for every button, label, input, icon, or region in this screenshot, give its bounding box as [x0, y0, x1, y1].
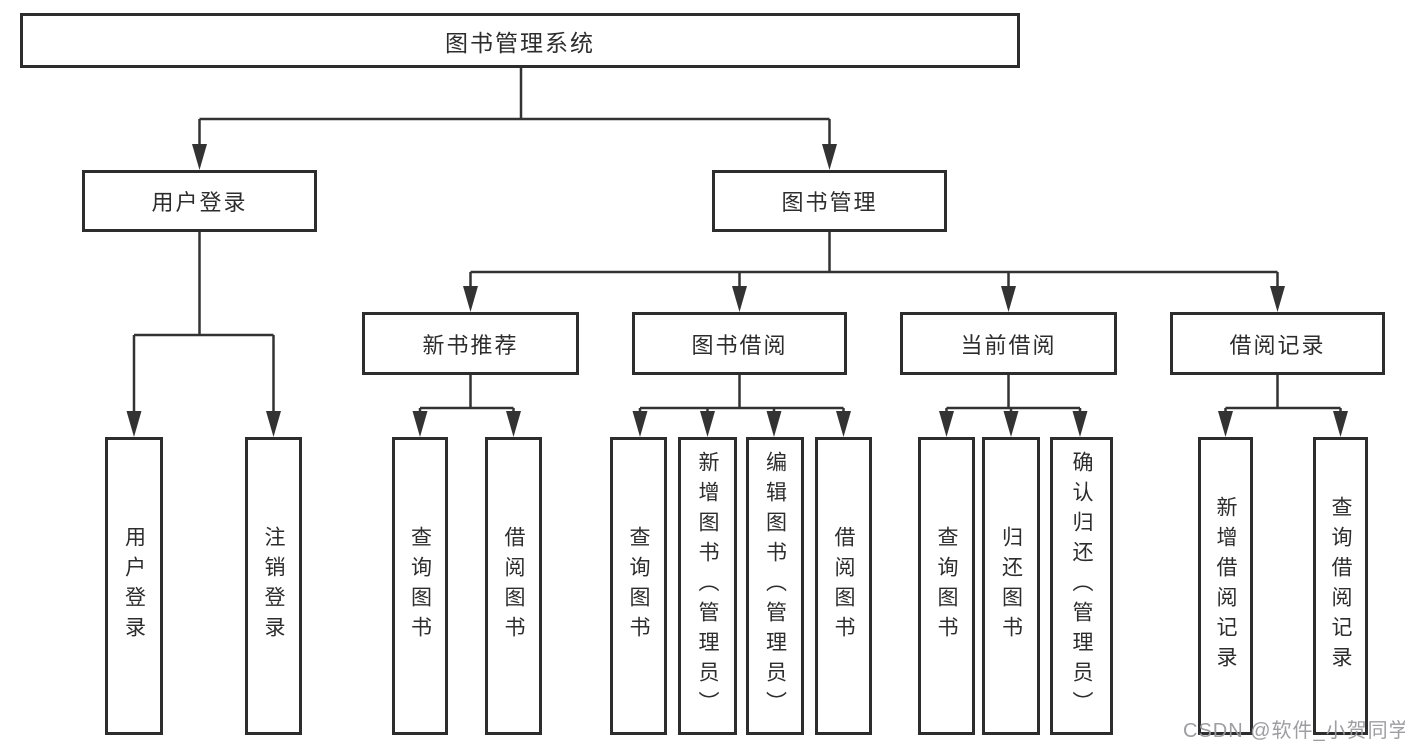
- node-label: 新增借阅记录: [1214, 496, 1237, 676]
- node-label: 归还图书: [999, 526, 1023, 646]
- leaf-logout: 注销登录: [245, 437, 302, 735]
- node-book-management: 图书管理: [712, 170, 947, 232]
- watermark: CSDN @软件_小贺同学: [1183, 720, 1405, 742]
- arrowhead: [126, 411, 142, 437]
- leaf-query-borrow-record: 查询借阅记录: [1313, 437, 1368, 735]
- arrowhead: [1072, 411, 1088, 437]
- arrowhead: [506, 411, 521, 437]
- node-label: 图书管理系统: [445, 29, 595, 56]
- leaf-edit-books-admin: 编辑图书（管理员）: [746, 437, 804, 735]
- arrowhead: [836, 411, 851, 437]
- arrowhead: [732, 286, 747, 312]
- node-label: 查询图书: [935, 526, 958, 646]
- node-label: 用户登录: [151, 190, 248, 215]
- leaf-query-books-current: 查询图书: [918, 437, 975, 735]
- node-user-login: 用户登录: [82, 170, 317, 232]
- node-label: 图书借阅: [691, 332, 788, 358]
- node-borrowing-records: 借阅记录: [1170, 312, 1385, 375]
- node-label: 当前借阅: [960, 332, 1057, 358]
- arrowhead: [412, 411, 428, 437]
- leaf-borrow-books-recommend: 借阅图书: [485, 437, 542, 735]
- node-label: 新增图书（管理员）: [696, 451, 719, 721]
- node-label: 查询图书: [627, 526, 650, 646]
- arrowhead: [632, 411, 648, 437]
- node-label: 注销登录: [262, 526, 285, 646]
- arrowhead: [700, 411, 715, 437]
- connector-lines: [132, 68, 1342, 413]
- arrowhead: [822, 144, 837, 170]
- arrowhead: [463, 286, 478, 312]
- node-book-borrowing: 图书借阅: [632, 312, 847, 375]
- leaf-borrow-books: 借阅图书: [815, 437, 872, 735]
- arrowhead: [1270, 286, 1285, 312]
- arrowhead: [1333, 411, 1348, 437]
- arrowhead: [1001, 286, 1016, 312]
- arrowhead-group: [126, 144, 1348, 437]
- arrowhead: [1218, 411, 1233, 437]
- leaf-confirm-return-admin: 确认归还（管理员）: [1050, 437, 1113, 735]
- node-label: 用户登录: [122, 526, 146, 646]
- leaf-return-books: 归还图书: [982, 437, 1040, 735]
- node-current-borrowing: 当前借阅: [900, 312, 1117, 375]
- arrowhead: [266, 411, 281, 437]
- node-label: 借阅图书: [502, 526, 525, 646]
- arrowhead: [192, 144, 207, 170]
- node-label: 新书推荐: [422, 332, 519, 358]
- leaf-query-books-recommend: 查询图书: [392, 437, 448, 735]
- node-label: 查询图书: [408, 526, 432, 646]
- node-label: 编辑图书（管理员）: [763, 451, 787, 721]
- leaf-add-books-admin: 新增图书（管理员）: [678, 437, 737, 735]
- node-new-book-recommend: 新书推荐: [362, 312, 579, 375]
- node-library-management-system: 图书管理系统: [20, 13, 1020, 68]
- node-label: 图书管理: [781, 190, 878, 215]
- node-label: 查询借阅记录: [1329, 496, 1352, 676]
- node-label: 确认归还（管理员）: [1070, 451, 1093, 721]
- node-label: 借阅记录: [1229, 332, 1326, 358]
- leaf-query-books-borrowing: 查询图书: [610, 437, 667, 735]
- arrowhead: [766, 411, 782, 437]
- arrowhead: [1003, 411, 1019, 437]
- leaf-add-borrow-record: 新增借阅记录: [1198, 437, 1253, 735]
- node-label: 借阅图书: [832, 526, 855, 646]
- leaf-user-login: 用户登录: [105, 437, 163, 735]
- arrowhead: [939, 411, 954, 437]
